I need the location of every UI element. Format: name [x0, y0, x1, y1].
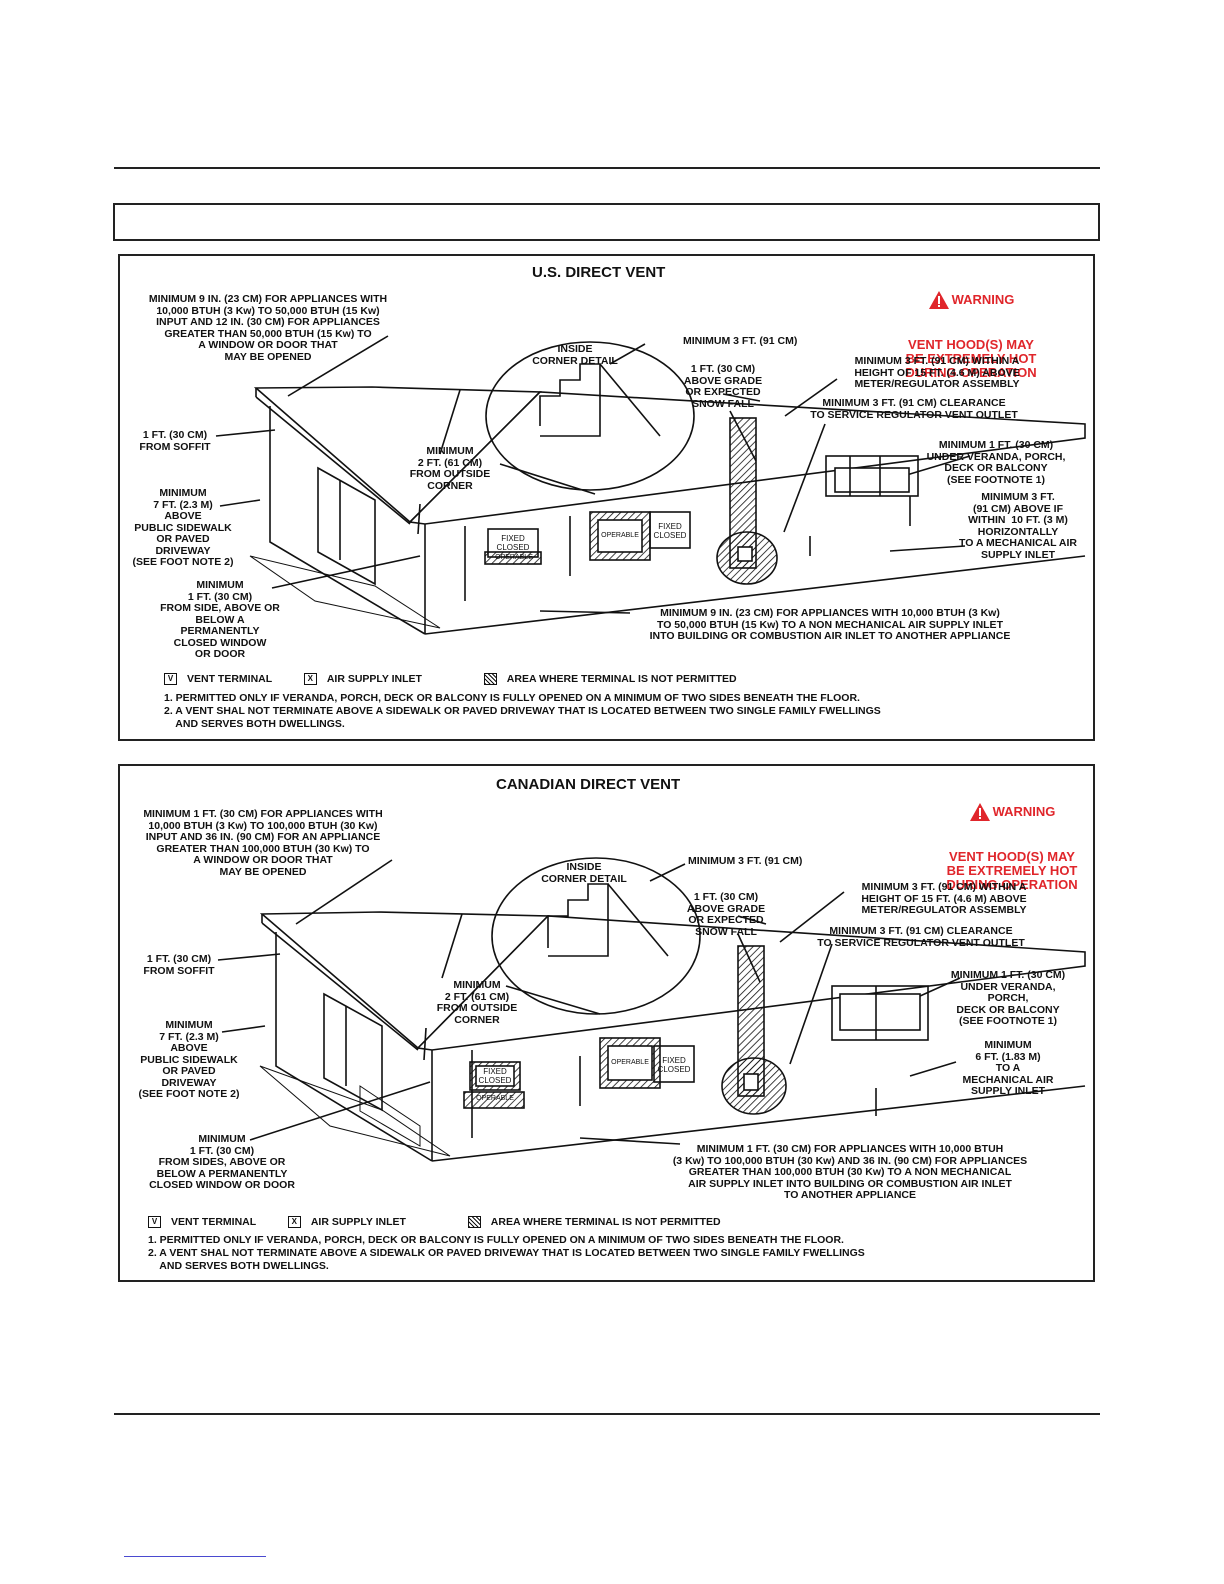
ca-label-above-grade: 1 FT. (30 CM) ABOVE GRADE OR EXPECTED SN… [686, 891, 766, 938]
ca-house-illustration [217, 857, 1086, 1162]
us-label-side: MINIMUM 1 FT. (30 CM) FROM SIDE, ABOVE O… [160, 579, 280, 660]
ca-window-operable-1: OPERABLE [476, 1095, 514, 1102]
ca-window-fixed-closed-1: FIXED CLOSED [478, 1067, 512, 1085]
canadian-direct-vent-panel: CANADIAN DIRECT VENT WARNING VENT HOOD(S… [118, 764, 1095, 1282]
ca-label-regulator: MINIMUM 3 FT. (91 CM) CLEARANCE TO SERVI… [817, 925, 1025, 949]
ca-label-side: MINIMUM 1 FT. (30 CM) FROM SIDES, ABOVE … [149, 1133, 295, 1191]
us-label-outside-corner: MINIMUM 2 FT. (61 CM) FROM OUTSIDE CORNE… [409, 445, 491, 492]
us-label-mech-air: MINIMUM 3 FT. (91 CM) ABOVE IF WITHIN 10… [958, 491, 1078, 561]
ca-warning-head: WARNING [992, 804, 1056, 819]
us-label-veranda: MINIMUM 1 FT. (30 CM) UNDER VERANDA, POR… [926, 439, 1066, 486]
us-label-inside-corner: INSIDE CORNER DETAIL [532, 343, 618, 367]
us-label-above-grade: 1 FT. (30 CM) ABOVE GRADE OR EXPECTED SN… [683, 363, 763, 410]
air-supply-icon: X [287, 1216, 301, 1229]
ca-label-inside-corner: INSIDE CORNER DETAIL [541, 861, 627, 885]
ca-panel-title: CANADIAN DIRECT VENT [496, 776, 681, 793]
us-house-illustration [215, 335, 1086, 635]
top-rule [114, 167, 1100, 169]
ca-label-sidewalk: MINIMUM 7 FT. (2.3 M) ABOVE PUBLIC SIDEW… [138, 1019, 240, 1100]
ca-legend: V VENT TERMINAL X AIR SUPPLY INLET AREA WH… [148, 1216, 721, 1229]
ca-warning: WARNING VENT HOOD(S) MAY BE EXTREMELY HO… [934, 774, 1090, 920]
us-label-sidewalk: MINIMUM 7 FT. (2.3 M) ABOVE PUBLIC SIDEW… [132, 487, 234, 568]
us-label-window-clearance: MINIMUM 9 IN. (23 CM) FOR APPLIANCES WIT… [148, 293, 388, 363]
ca-label-meter: MINIMUM 3 FT. (91 CM) WITHIN A HEIGHT OF… [861, 881, 1027, 916]
ca-legend-area: AREA WHERE TERMINAL IS NOT PERMITTED [490, 1216, 721, 1228]
us-direct-vent-panel: U.S. DIRECT VENT WARNING VENT HOOD(S) MA… [118, 254, 1095, 741]
warning-icon [969, 803, 990, 821]
us-window-fixed-closed-1: FIXED CLOSED [496, 534, 530, 552]
air-supply-icon: X [303, 673, 317, 686]
vent-terminal-icon: V [164, 673, 177, 686]
warning-icon [928, 291, 949, 309]
us-footnotes: 1. PERMITTED ONLY IF VERANDA, PORCH, DEC… [164, 692, 881, 730]
ca-legend-vent: VENT TERMINAL [171, 1216, 256, 1228]
us-warning: WARNING VENT HOOD(S) MAY BE EXTREMELY HO… [896, 262, 1046, 408]
us-window-operable-2: OPERABLE [601, 532, 639, 539]
ca-window-fixed-closed-2: FIXED CLOSED [657, 1056, 691, 1074]
us-panel-title: U.S. DIRECT VENT [532, 264, 666, 281]
us-label-min-3ft: MINIMUM 3 FT. (91 CM) [683, 335, 798, 347]
bottom-link-underline [124, 1556, 266, 1557]
ca-label-min-3ft: MINIMUM 3 FT. (91 CM) [688, 855, 803, 867]
us-warning-head: WARNING [951, 292, 1015, 307]
us-window-operable-1: OPERABLE [495, 554, 533, 561]
ca-window-operable-2: OPERABLE [611, 1059, 649, 1066]
us-window-fixed-closed-2: FIXED CLOSED [653, 522, 687, 540]
us-legend-area: AREA WHERE TERMINAL IS NOT PERMITTED [506, 673, 737, 685]
us-warning-body: VENT HOOD(S) MAY BE EXTREMELY HOT DURING… [905, 337, 1037, 380]
not-permitted-icon [483, 673, 497, 686]
ca-label-veranda: MINIMUM 1 FT. (30 CM) UNDER VERANDA, POR… [950, 969, 1066, 1027]
ca-label-mech-air: MINIMUM 6 FT. (1.83 M) TO A MECHANICAL A… [962, 1039, 1054, 1097]
ca-label-outside-corner: MINIMUM 2 FT. (61 CM) FROM OUTSIDE CORNE… [436, 979, 518, 1026]
ca-label-nonmech: MINIMUM 1 FT. (30 CM) FOR APPLIANCES WIT… [672, 1143, 1028, 1201]
us-legend-vent: VENT TERMINAL [187, 673, 272, 685]
ca-label-soffit: 1 FT. (30 CM) FROM SOFFIT [143, 953, 215, 977]
us-legend: V VENT TERMINAL X AIR SUPPLY INLET AREA WH… [164, 673, 737, 686]
us-label-nonmech: MINIMUM 9 IN. (23 CM) FOR APPLIANCES WIT… [649, 607, 1011, 642]
ca-label-window-clearance: MINIMUM 1 FT. (30 CM) FOR APPLIANCES WIT… [143, 808, 383, 878]
bottom-rule [114, 1413, 1100, 1415]
ca-legend-air: AIR SUPPLY INLET [310, 1216, 406, 1228]
not-permitted-icon [467, 1216, 481, 1229]
vent-terminal-icon: V [148, 1216, 161, 1229]
us-legend-air: AIR SUPPLY INLET [326, 673, 422, 685]
us-label-meter: MINIMUM 3 FT. (91 CM) WITHIN A HEIGHT OF… [854, 355, 1020, 390]
us-label-regulator: MINIMUM 3 FT. (91 CM) CLEARANCE TO SERVI… [810, 397, 1018, 421]
section-title-box [113, 203, 1100, 241]
ca-warning-body: VENT HOOD(S) MAY BE EXTREMELY HOT DURING… [946, 849, 1078, 892]
ca-footnotes: 1. PERMITTED ONLY IF VERANDA, PORCH, DEC… [148, 1234, 865, 1272]
us-label-soffit: 1 FT. (30 CM) FROM SOFFIT [139, 429, 211, 453]
